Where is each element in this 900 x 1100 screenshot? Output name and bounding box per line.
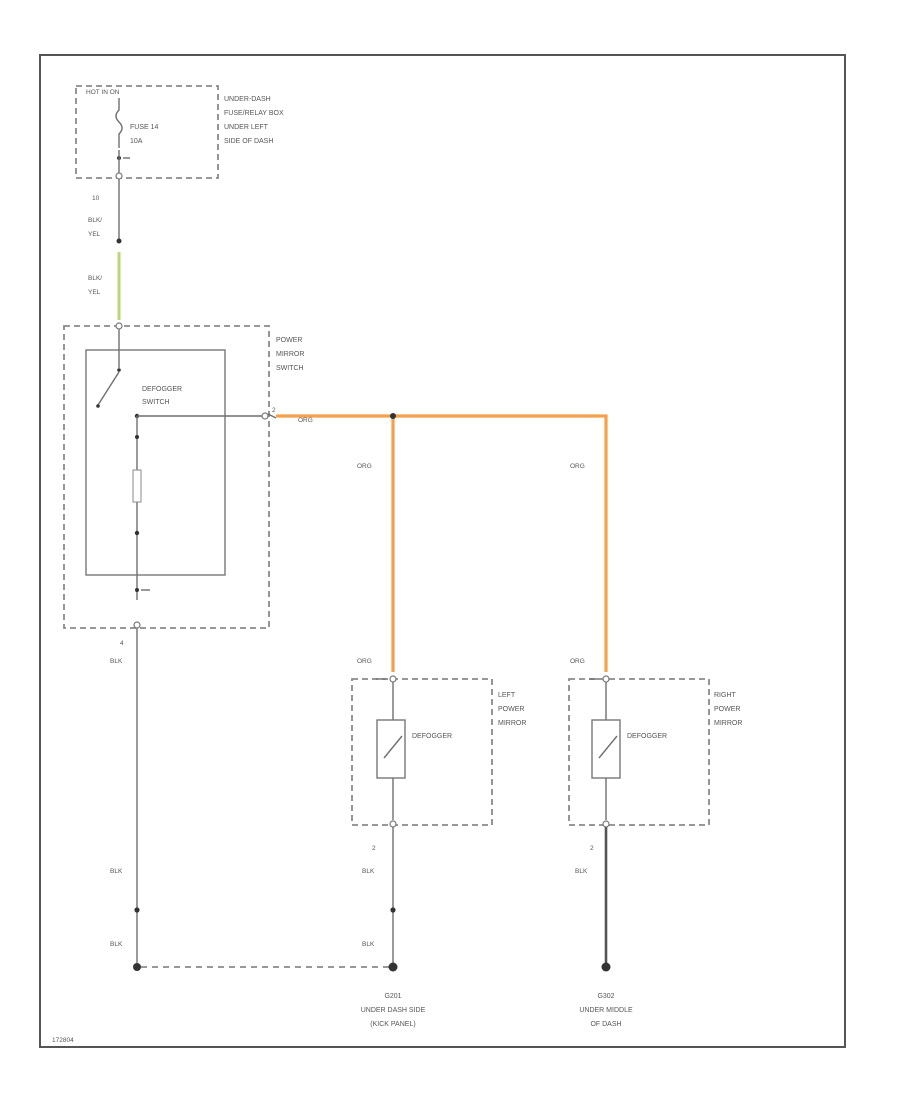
left-mirror-input-pin — [389, 675, 397, 683]
wire-green-color-b: YEL — [88, 289, 101, 296]
connector-pin-top — [115, 172, 123, 180]
ground-g1-label-3: (KICK PANEL) — [370, 1021, 415, 1028]
fuse-box-location-1: UNDER-DASH — [224, 96, 271, 103]
switch-name-2: MIRROR — [276, 351, 304, 358]
ground-point-g201 — [388, 962, 398, 972]
ground-splice-left-upper — [134, 907, 140, 913]
wire-blk-right: BLK — [575, 868, 588, 875]
right-mirror-element: DEFOGGER — [627, 733, 667, 740]
wire-blk-left-ground: BLK — [362, 941, 375, 948]
switch-wire-out-color: ORG — [298, 417, 313, 424]
left-defogger-element — [376, 719, 406, 779]
right-mirror-name-3: MIRROR — [714, 720, 742, 727]
left-mirror-pin: 2 — [372, 845, 376, 852]
fuse-box-outline — [75, 85, 219, 179]
switch-name-1: POWER — [276, 337, 302, 344]
switch-bottom-node — [135, 588, 139, 592]
wire-org-right: ORG — [570, 463, 585, 470]
ground-g2-label-3: OF DASH — [590, 1021, 621, 1028]
left-mirror-output-pin — [389, 820, 397, 828]
defogger-switch-contact-icon — [97, 371, 120, 406]
connector-arrow — [267, 413, 277, 419]
left-mirror-name-2: POWER — [498, 706, 524, 713]
org-splice-node — [390, 413, 396, 419]
left-defogger-heater-icon — [383, 735, 403, 759]
defogger-switch-label-2: SWITCH — [142, 399, 170, 406]
right-power-mirror-outline — [568, 678, 710, 826]
left-mirror-name-3: MIRROR — [498, 720, 526, 727]
ground-g2-label-2: UNDER MIDDLE — [579, 1007, 633, 1014]
right-mirror-pin: 2 — [590, 845, 594, 852]
switch-pin-out: 2 — [272, 407, 276, 414]
switch-output-pin — [261, 412, 269, 420]
right-defogger-heater-icon — [598, 735, 618, 759]
wire-top-color-b: YEL — [88, 231, 101, 238]
ground-g1-label-2: UNDER DASH SIDE — [361, 1007, 426, 1014]
defogger-switch-inner-box — [85, 349, 226, 576]
ground-g2-label-1: G302 — [597, 993, 614, 1000]
wire-org-left-bottom: ORG — [357, 658, 372, 665]
wire-top-pin: 10 — [92, 195, 100, 202]
wire-blk-switch: BLK — [110, 658, 123, 665]
wire-blk-left: BLK — [362, 868, 375, 875]
wire-top-color-a: BLK/ — [88, 217, 102, 224]
fuse-box-location-3: UNDER LEFT — [224, 124, 269, 131]
switch-contact-end — [96, 404, 100, 408]
power-mirror-switch-outline — [63, 325, 270, 629]
right-mirror-input-pin — [602, 675, 610, 683]
wire-blk-switch-ground: BLK — [110, 941, 123, 948]
fuse-label: FUSE 14 — [130, 124, 159, 131]
splice-node — [116, 238, 122, 244]
wire-green-color-a: BLK/ — [88, 275, 102, 282]
wire-org-main — [276, 414, 608, 672]
left-mirror-element: DEFOGGER — [412, 733, 452, 740]
ground-splice-center-upper — [390, 907, 396, 913]
switch-name-3: SWITCH — [276, 365, 304, 372]
fuse-box-location-2: FUSE/RELAY BOX — [224, 110, 284, 117]
switch-pivot — [117, 368, 121, 372]
fuse-box-location-4: SIDE OF DASH — [224, 138, 273, 145]
wire-org-left: ORG — [357, 463, 372, 470]
wire-blk-switch-lower: BLK — [110, 868, 123, 875]
ground-point-g302 — [601, 962, 611, 972]
fuse-rating: 10A — [130, 138, 143, 145]
indicator-led-icon — [132, 469, 142, 503]
ground-g1-label-1: G201 — [384, 993, 401, 1000]
left-mirror-name-1: LEFT — [498, 692, 516, 699]
diagram-frame — [39, 54, 846, 1048]
left-power-mirror-outline — [351, 678, 493, 826]
right-mirror-name-1: RIGHT — [714, 692, 737, 699]
defogger-switch-label-1: DEFOGGER — [142, 386, 182, 393]
wire-org-right-bottom: ORG — [570, 658, 585, 665]
ground-point-switch — [133, 963, 141, 971]
fuse-14-icon — [115, 98, 123, 148]
switch-input-pin — [115, 322, 123, 330]
internal-node-lower — [134, 530, 140, 536]
right-mirror-name-2: POWER — [714, 706, 740, 713]
internal-node-upper — [135, 435, 139, 439]
footer-code: 172804 — [52, 1037, 74, 1044]
fuse-box-header: HOT IN ON — [86, 89, 120, 96]
switch-ground-pin — [133, 621, 141, 629]
right-mirror-output-pin — [602, 820, 610, 828]
switch-pin-bottom: 4 — [120, 640, 124, 647]
